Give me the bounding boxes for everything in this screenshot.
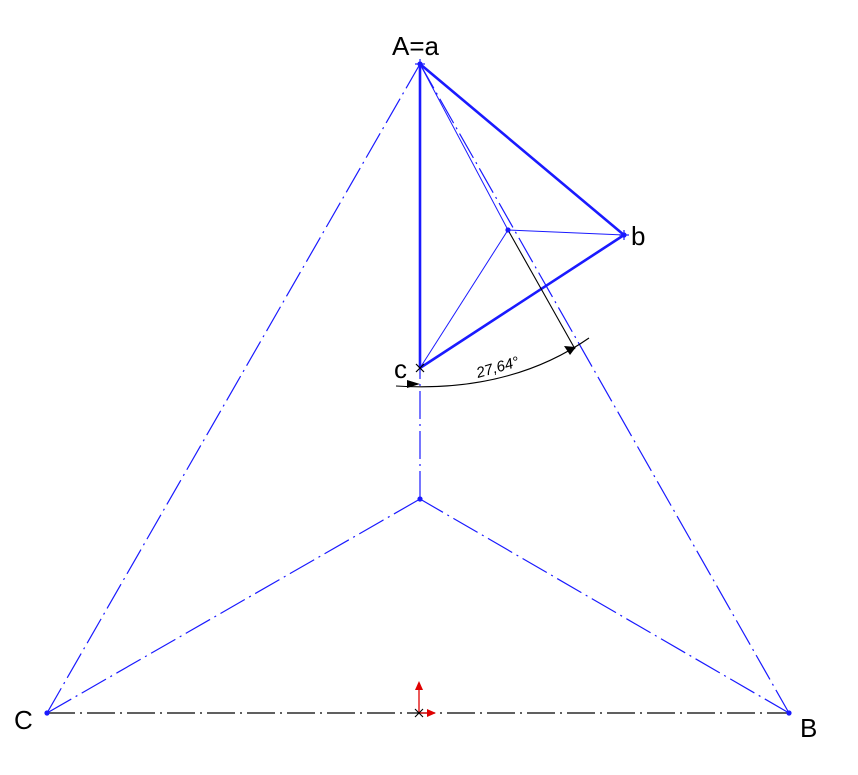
- point-B[interactable]: [786, 710, 792, 716]
- edge-B-centroid: [419, 498, 790, 714]
- dimension-extension-line: [507, 229, 576, 350]
- line-p-c: [419, 229, 509, 369]
- inner-construction: [419, 63, 625, 369]
- point-centroid[interactable]: [417, 496, 423, 502]
- edge-A-C: [46, 63, 421, 714]
- angle-dimension-text[interactable]: 27,64°: [473, 354, 521, 383]
- line-p-b: [507, 229, 625, 236]
- point-A-star: [415, 59, 425, 69]
- origin-y-arrow: [415, 681, 423, 690]
- projected-triangle: [418, 63, 625, 370]
- point-c-marker[interactable]: [415, 363, 425, 373]
- origin-icon: [414, 681, 436, 718]
- angle-dimension[interactable]: [395, 229, 590, 388]
- edge-a-b: [419, 63, 625, 236]
- point-C[interactable]: [44, 710, 50, 716]
- dimension-arrow-right: [564, 346, 576, 355]
- origin-x-arrow: [427, 709, 436, 717]
- edge-A-B: [419, 63, 790, 714]
- vertex-points: [44, 61, 792, 716]
- label-A: A=a: [392, 31, 440, 61]
- edge-C-centroid: [46, 498, 421, 714]
- label-B: B: [800, 713, 817, 743]
- label-b: b: [631, 221, 645, 251]
- label-c: c: [394, 354, 407, 384]
- label-C: C: [14, 705, 33, 735]
- edge-b-c: [419, 233, 625, 370]
- dimension-arrow-left: [407, 380, 420, 388]
- line-a-p: [419, 63, 509, 231]
- point-projected-centroid[interactable]: [505, 227, 511, 233]
- point-b-star: [619, 230, 629, 240]
- outer-triangle: [46, 63, 790, 714]
